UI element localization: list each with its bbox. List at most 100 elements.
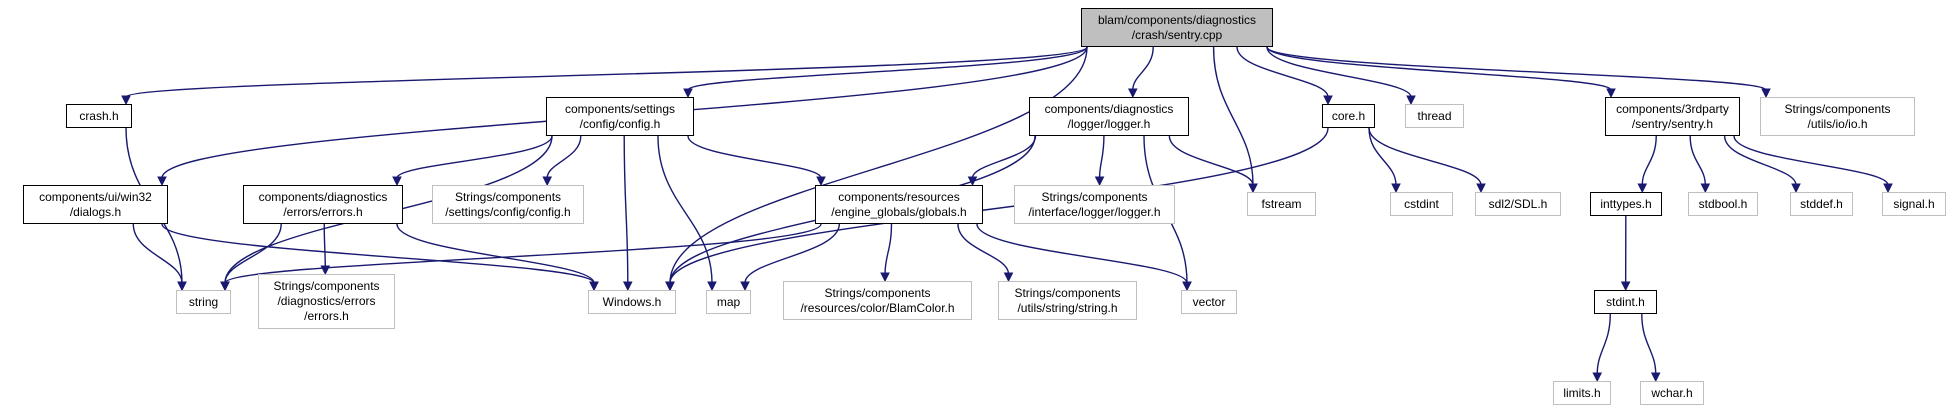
node-label-line: /interface/logger/logger.h xyxy=(1028,204,1161,219)
edge-arrowhead xyxy=(665,281,675,292)
node-label-line: core.h xyxy=(1331,108,1366,123)
edge-globals-h-to-vector xyxy=(976,223,1188,284)
node-label-line: vector xyxy=(1192,294,1226,309)
edge-arrowhead xyxy=(1094,176,1105,187)
edge-sentry-cpp-to-sentry-h xyxy=(1266,46,1612,91)
node-label-line: components/3rdparty xyxy=(1616,101,1729,116)
node-label-line: stdint.h xyxy=(1606,294,1645,309)
node-str-config-h: Strings/components/settings/config/confi… xyxy=(432,185,584,224)
node-core-h[interactable]: core.h xyxy=(1322,104,1375,128)
node-io-h: Strings/components/utils/io/io.h xyxy=(1760,97,1915,136)
edge-stdint-h-to-limits-h xyxy=(1596,313,1611,375)
node-label-line: wchar.h xyxy=(1651,385,1693,400)
edge-arrowhead xyxy=(1761,88,1771,99)
node-label-line: blam/components/diagnostics xyxy=(1097,12,1257,27)
node-str-logger-h: Strings/components/interface/logger/logg… xyxy=(1014,185,1175,224)
edge-sentry-cpp-to-core-h xyxy=(1236,46,1329,98)
edge-arrowhead xyxy=(1637,183,1648,194)
node-label-line: thread xyxy=(1417,108,1452,123)
node-label-line: crash.h xyxy=(79,108,119,123)
node-sentry-cpp[interactable]: blam/components/diagnostics/crash/sentry… xyxy=(1081,8,1273,47)
node-label-line: /config/config.h xyxy=(579,116,661,131)
node-str-string-h: Strings/components/utils/string/string.h xyxy=(998,281,1137,320)
edge-arrowhead xyxy=(622,281,633,292)
node-label-line: /dialogs.h xyxy=(69,204,122,219)
edge-sentry-h-to-stddef-h xyxy=(1723,135,1797,186)
node-wchar-h: wchar.h xyxy=(1640,381,1704,405)
edge-arrowhead xyxy=(1323,95,1333,106)
edge-errors-h-to-windows-h xyxy=(396,223,595,284)
edge-config-h-to-str-config-h xyxy=(546,135,582,179)
edge-arrowhead xyxy=(589,281,599,292)
node-stdint-h[interactable]: stdint.h xyxy=(1594,290,1657,314)
node-globals-h[interactable]: components/resources/engine_globals/glob… xyxy=(815,185,983,224)
edge-config-h-to-errors-h xyxy=(396,135,553,179)
edge-logger-h-to-fstream xyxy=(1168,135,1254,186)
edge-arrowhead xyxy=(1127,88,1138,99)
node-stdbool-h: stdbool.h xyxy=(1688,192,1758,216)
edge-arrowhead xyxy=(220,281,230,292)
node-label-line: components/ui/win32 xyxy=(39,189,152,204)
node-string: string xyxy=(176,290,231,314)
node-errors-h[interactable]: components/diagnostics/errors/errors.h xyxy=(243,185,403,224)
edge-arrowhead xyxy=(121,95,131,106)
node-label-line: inttypes.h xyxy=(1600,196,1652,211)
edge-logger-h-to-globals-h xyxy=(971,135,1037,179)
node-map: map xyxy=(706,290,751,314)
edge-config-h-to-globals-h xyxy=(687,135,822,179)
node-label-line: components/settings xyxy=(564,101,676,116)
edge-errors-h-to-str-errors-h xyxy=(323,223,326,268)
node-label-line: signal.h xyxy=(1893,196,1935,211)
edge-arrowhead xyxy=(1700,183,1711,194)
node-windows-h: Windows.h xyxy=(588,290,676,314)
edge-stdint-h-to-wchar-h xyxy=(1641,313,1657,375)
node-label-line: /errors.h xyxy=(304,309,349,323)
node-label-line: Strings/components xyxy=(824,285,931,300)
node-crash-h[interactable]: crash.h xyxy=(66,104,132,128)
edge-arrowhead xyxy=(880,272,890,283)
node-fstream: fstream xyxy=(1247,192,1316,216)
node-dialogs-h[interactable]: components/ui/win32/dialogs.h xyxy=(23,185,168,224)
edge-sentry-cpp-to-config-h xyxy=(687,46,1088,91)
node-label-line: /crash/sentry.cpp xyxy=(1131,27,1223,42)
edge-core-h-to-windows-h xyxy=(669,127,1329,284)
edge-config-h-to-windows-h xyxy=(623,135,629,284)
edge-sentry-cpp-to-windows-h xyxy=(669,46,1088,284)
edge-arrowhead xyxy=(967,176,978,187)
node-sentry-h[interactable]: components/3rdparty/sentry/sentry.h xyxy=(1605,97,1740,136)
edge-arrowhead xyxy=(1606,88,1616,99)
edge-globals-h-to-map xyxy=(744,223,841,284)
edge-arrowhead xyxy=(1182,281,1192,292)
edge-sentry-cpp-to-crash-h xyxy=(125,46,1088,98)
node-label-line: Strings/components xyxy=(454,189,562,204)
node-label-line: Strings/components xyxy=(273,279,380,293)
node-thread: thread xyxy=(1405,104,1464,128)
edge-dialogs-h-to-string xyxy=(132,223,183,284)
node-config-h[interactable]: components/settings/config/config.h xyxy=(546,97,694,136)
node-label-line: components/diagnostics xyxy=(258,189,388,204)
node-label-line: Strings/components xyxy=(1784,101,1891,116)
edge-globals-h-to-str-string-h xyxy=(957,223,1010,275)
node-limits-h: limits.h xyxy=(1553,381,1611,405)
node-label-line: limits.h xyxy=(1563,385,1601,400)
edge-sentry-cpp-to-logger-h xyxy=(1132,46,1154,91)
edge-arrowhead xyxy=(1003,272,1014,283)
node-label-line: components/diagnostics xyxy=(1044,101,1174,116)
node-label-line: /utils/string/string.h xyxy=(1017,300,1118,315)
node-label-line: Strings/components xyxy=(1014,285,1121,300)
node-inttypes-h[interactable]: inttypes.h xyxy=(1590,192,1662,216)
edge-arrowhead xyxy=(1592,372,1603,383)
edge-arrowhead xyxy=(1650,372,1661,383)
edge-arrowhead xyxy=(683,88,693,99)
edge-arrowhead xyxy=(1406,95,1416,106)
edge-arrowhead xyxy=(1791,183,1801,194)
node-label-line: Strings/components xyxy=(1041,189,1148,204)
edge-core-h-to-cstdint xyxy=(1368,127,1397,186)
edge-sentry-h-to-inttypes-h xyxy=(1641,135,1657,186)
node-label-line: cstdint xyxy=(1404,196,1439,211)
node-label-line: /logger/logger.h xyxy=(1067,116,1151,131)
edge-arrowhead xyxy=(157,176,167,187)
node-logger-h[interactable]: components/diagnostics/logger/logger.h xyxy=(1029,97,1189,136)
edge-config-h-to-map xyxy=(657,135,713,284)
